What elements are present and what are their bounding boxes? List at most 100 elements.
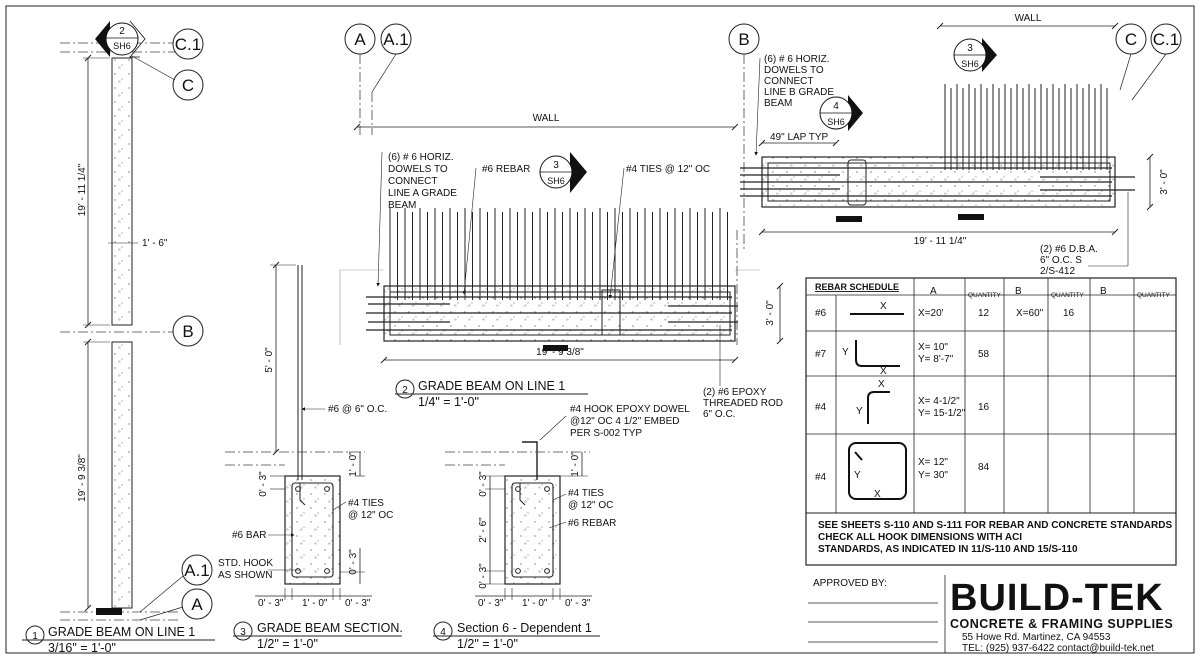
svg-text:0' - 3": 0' - 3" [565, 598, 591, 609]
view4-dim-top: 1' - 0" [570, 451, 581, 477]
view1-scale: 3/16" = 1'-0" [48, 641, 116, 655]
grid-bubble-a1-left [181, 554, 213, 586]
svg-text:X: X [878, 379, 885, 390]
grid-bubble-c1-left [172, 28, 204, 60]
svg-text:0' - 3": 0' - 3" [478, 471, 489, 497]
grid-bubble-a-left [181, 588, 213, 620]
svg-text:CONNECT: CONNECT [388, 176, 437, 187]
view2b-wall-label: WALL [1015, 13, 1042, 24]
view2-vertical-dowels [389, 208, 728, 300]
svg-text:LINE A GRADE: LINE A GRADE [388, 188, 457, 199]
svg-text:#4 TIES: #4 TIES [348, 498, 384, 509]
grid-label-c1-left: C.1 [175, 35, 201, 54]
svg-text:SH6: SH6 [961, 59, 979, 69]
view-4-section: #4 HOOK EPOXY DOWEL @12" OC 4 1/2" EMBED… [433, 404, 690, 651]
logo-wordmark: BUILD-TEK [950, 577, 1164, 619]
svg-text:16: 16 [978, 402, 990, 413]
svg-text:0' - 3": 0' - 3" [258, 598, 284, 609]
rebar-schedule: REBAR SCHEDULE A QUANTITY B QUANTITY B Q… [805, 277, 1177, 566]
svg-text:1: 1 [32, 631, 38, 642]
svg-text:B: B [738, 30, 749, 49]
grid-bubble-b-left [172, 315, 204, 347]
svg-text:(6) # 6 HORIZ.: (6) # 6 HORIZ. [764, 54, 830, 65]
svg-text:6" O.C.: 6" O.C. [703, 409, 735, 420]
company-logo: BUILD-TEK CONCRETE & FRAMING SUPPLIES 55… [950, 577, 1173, 654]
svg-text:4: 4 [833, 101, 839, 112]
svg-text:#6: #6 [815, 308, 827, 319]
view2-wall-label: WALL [533, 113, 560, 124]
svg-text:2: 2 [119, 26, 125, 37]
svg-text:0' - 3": 0' - 3" [345, 598, 371, 609]
svg-text:SH6: SH6 [827, 117, 845, 127]
view1-dim-width: 1' - 6" [142, 238, 168, 249]
svg-text:4: 4 [440, 627, 446, 638]
view2b-dim-height: 3' - 0" [1159, 169, 1170, 195]
view2-rebar-note: #6 REBAR [482, 164, 530, 175]
svg-text:@12" OC 4 1/2" EMBED: @12" OC 4 1/2" EMBED [570, 416, 680, 427]
svg-text:(2) #6 D.B.A.: (2) #6 D.B.A. [1040, 244, 1098, 255]
grid-label-c-left: C [182, 76, 194, 95]
svg-text:X= 10": X= 10" [918, 342, 948, 353]
svg-text:CONNECT: CONNECT [764, 76, 813, 87]
footing-mark [96, 608, 122, 615]
svg-text:BEAM: BEAM [388, 200, 416, 211]
svg-text:(2) #6 EPOXY: (2) #6 EPOXY [703, 387, 767, 398]
svg-text:SH6: SH6 [113, 41, 131, 51]
section-marker-4: 4 SH6 [819, 95, 863, 131]
approval-block: APPROVED BY: [808, 575, 946, 653]
svg-text:X: X [880, 301, 887, 312]
view3-title: GRADE BEAM SECTION. [257, 621, 403, 635]
view-2b-beam-elevation: C C.1 WALL (6) # 6 HORIZ. DOWELS TO CONN… [740, 13, 1182, 277]
svg-text:#4 TIES: #4 TIES [568, 488, 604, 499]
view-2-beam-elevation: A A.1 B WALL (6) # 6 HORIZ. DOWELS TO CO… [339, 23, 784, 420]
view1-dim-bottom: 19' - 9 3/8" [77, 454, 88, 502]
svg-text:X= 4-1/2": X= 4-1/2" [918, 396, 960, 407]
section-marker-3-b: 3 SH6 [953, 38, 997, 72]
view2-scale: 1/4" = 1'-0" [418, 395, 479, 409]
logo-tagline: CONCRETE & FRAMING SUPPLIES [950, 617, 1173, 631]
svg-text:1' - 0": 1' - 0" [302, 598, 328, 609]
svg-text:Y= 15-1/2": Y= 15-1/2" [918, 408, 966, 419]
view1-number-circle [25, 625, 45, 645]
svg-text:#7: #7 [815, 349, 827, 360]
svg-text:B: B [1100, 286, 1107, 297]
view3-dim-top: 1' - 0" [348, 451, 359, 477]
svg-text:@ 12" OC: @ 12" OC [348, 510, 393, 521]
svg-text:Y: Y [856, 406, 863, 417]
svg-text:6" O.C. S: 6" O.C. S [1040, 255, 1082, 266]
svg-text:C: C [1125, 30, 1137, 49]
view2-ties-note: #4 TIES @ 12" OC [626, 164, 710, 175]
svg-text:Y: Y [842, 347, 849, 358]
svg-text:QUANTITY: QUANTITY [968, 292, 1002, 299]
view1-dim-top: 19' - 11 1/4" [77, 163, 88, 216]
svg-text:(6) # 6 HORIZ.: (6) # 6 HORIZ. [388, 152, 454, 163]
sheet-border [5, 5, 1195, 654]
svg-text:X=60": X=60" [1016, 308, 1044, 319]
svg-text:0' - 3": 0' - 3" [478, 563, 489, 589]
svg-text:3: 3 [967, 43, 973, 54]
view2-dim-length: 19' - 9 3/8" [536, 347, 584, 358]
svg-text:THREADED ROD: THREADED ROD [703, 398, 783, 409]
svg-text:3: 3 [553, 160, 559, 171]
svg-text:BEAM: BEAM [764, 98, 792, 109]
wall-strip-lower [111, 341, 133, 609]
svg-text:Y: Y [854, 470, 861, 481]
view3-dim-right: 0' - 3" [348, 549, 359, 575]
svg-text:STANDARDS, AS INDICATED IN 11/: STANDARDS, AS INDICATED IN 11/S-110 AND … [818, 544, 1078, 555]
svg-text:X=20': X=20' [918, 308, 944, 319]
svg-text:DOWELS TO: DOWELS TO [764, 65, 824, 76]
section-marker-3-a: 3 SH6 [539, 152, 587, 193]
svg-text:SEE SHEETS S-110 AND S-111 FOR: SEE SHEETS S-110 AND S-111 FOR REBAR AND… [818, 520, 1172, 531]
svg-text:PER S-002 TYP: PER S-002 TYP [570, 428, 642, 439]
view-1-elevation: 19' - 11 1/4" 19' - 9 3/8" 1' - 6" C.1 C… [22, 20, 215, 655]
view-3-section: 5' - 0" #6 @ 6" O.C. 1' - 0" 0' - 3" #4 … [218, 261, 403, 651]
view2-dim-height: 3' - 0" [765, 300, 776, 326]
svg-text:12: 12 [978, 308, 990, 319]
svg-text:84: 84 [978, 462, 990, 473]
svg-text:X: X [874, 489, 881, 500]
svg-text:A.1: A.1 [383, 30, 409, 49]
wall-strip-upper [111, 57, 133, 326]
svg-text:QUANTITY: QUANTITY [1137, 292, 1171, 299]
svg-text:STD. HOOK: STD. HOOK [218, 558, 273, 569]
